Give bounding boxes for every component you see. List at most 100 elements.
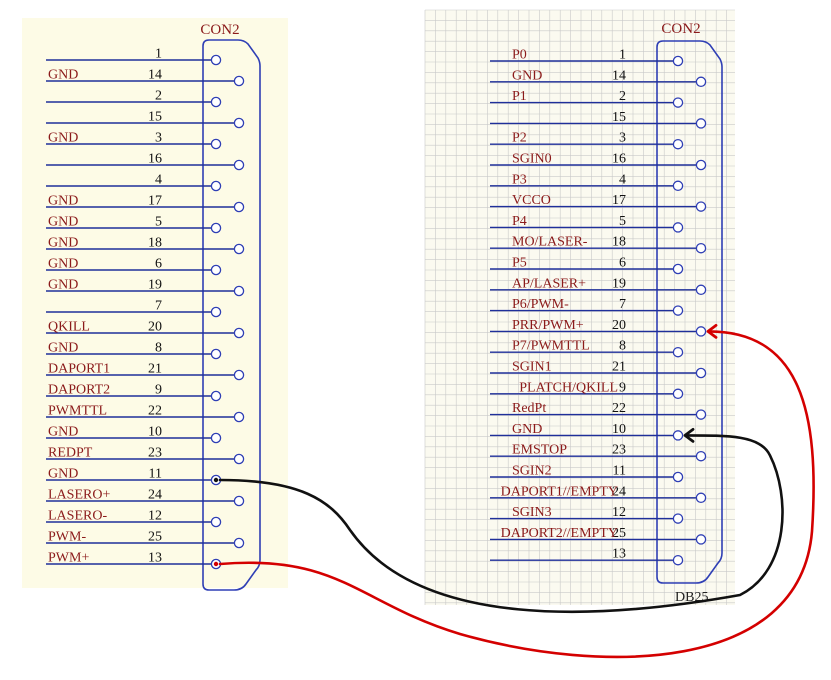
pin-number: 14 [148,68,162,83]
pin-label: GND [512,422,542,437]
right-connector-body [656,40,723,584]
pin-number: 21 [148,362,162,377]
pin-label: SGIN3 [512,505,552,520]
pin-label: GND [48,467,78,482]
pin-contact [672,388,684,400]
pin-number: 12 [148,509,162,524]
pin-contact [233,327,245,339]
pin-contact [695,409,707,420]
right-connector-title: CON2 [661,21,700,37]
pin-contact [695,450,707,462]
right-pin-4: 4P3 [490,172,684,192]
pin-number: 12 [612,505,626,520]
connection-wire [218,330,815,659]
pin-contact [233,453,245,465]
pin-label: GND [48,341,78,356]
pin-label: DAPORT2//EMPTY [501,526,618,541]
pin-label: QKILL [48,320,90,335]
pin-contact [210,516,222,528]
right-pin-8: 8 P7/PWMTTL [490,339,684,358]
pin-label: PWM+ [48,551,89,566]
pin-label: PWMTTL [48,404,107,419]
right-pin-13: 13 [490,547,684,566]
pin-number: 20 [612,318,626,333]
pin-contact [695,159,707,171]
connection-wire [218,434,784,614]
pin-contact [210,180,222,192]
left-connector-title: CON2 [200,22,239,38]
left-pin-13: 13 PWM+ [46,551,222,570]
pin-contact [233,201,245,213]
pin-contact [695,367,707,379]
connection-13-to-20 [213,324,815,659]
left-pin-9: 9 DAPORT2 [46,383,222,402]
pin-label: VCCO [512,193,551,208]
right-pin-23: 23 EMSTOP [490,443,707,462]
pin-contact [210,138,222,150]
pin-contact [210,348,222,360]
pin-contact [210,222,222,234]
pin-number: 1 [619,48,626,63]
pin-number: 14 [612,68,626,83]
pin-number: 16 [612,152,626,167]
pin-number: 22 [612,401,626,416]
pin-number: 20 [148,320,162,335]
pin-label: EMSTOP [512,443,567,458]
pin-label: GND [48,215,78,230]
pin-contact [672,263,684,275]
pin-contact [695,492,707,504]
pin-contact [672,430,684,441]
pin-contact [695,118,707,129]
pin-label: GND [48,425,78,440]
pin-label: SGIN1 [512,360,552,375]
left-pin-16: 16 [46,152,245,171]
connection-11-to-10 [213,428,784,614]
pin-label: AP/LASER+ [512,276,586,291]
pin-label: DAPORT2 [48,383,110,398]
pin-contact [233,369,245,381]
pin-label: P7/PWMTTL [512,339,590,354]
pin-label: GND [48,194,78,209]
pin-label: P1 [512,89,527,104]
pin-contact [233,243,245,255]
pin-number: 23 [612,443,626,458]
pin-number: 15 [612,110,626,125]
pin-number: 13 [148,551,162,566]
pin-number: 18 [612,235,626,250]
right-pin-1: 1 P0 [490,48,684,67]
pin-contact [672,346,684,358]
pin-contact [233,75,245,87]
pin-number: 8 [619,339,626,354]
pin-number: 15 [148,110,162,125]
pin-number: 11 [613,464,626,479]
pin-label: P0 [512,48,527,63]
pin-number: 3 [155,131,162,146]
pin-number: 9 [155,383,162,398]
pin-label: PLATCH/QKILL [519,380,618,395]
pin-number: 4 [155,173,162,188]
right-pin-15: 15 [490,110,707,129]
pin-label: LASERO+ [48,488,110,503]
pin-number: 19 [148,278,162,293]
pin-contact [672,222,684,233]
pin-number: 13 [612,547,626,562]
pin-label: PRR/PWM+ [512,318,584,333]
